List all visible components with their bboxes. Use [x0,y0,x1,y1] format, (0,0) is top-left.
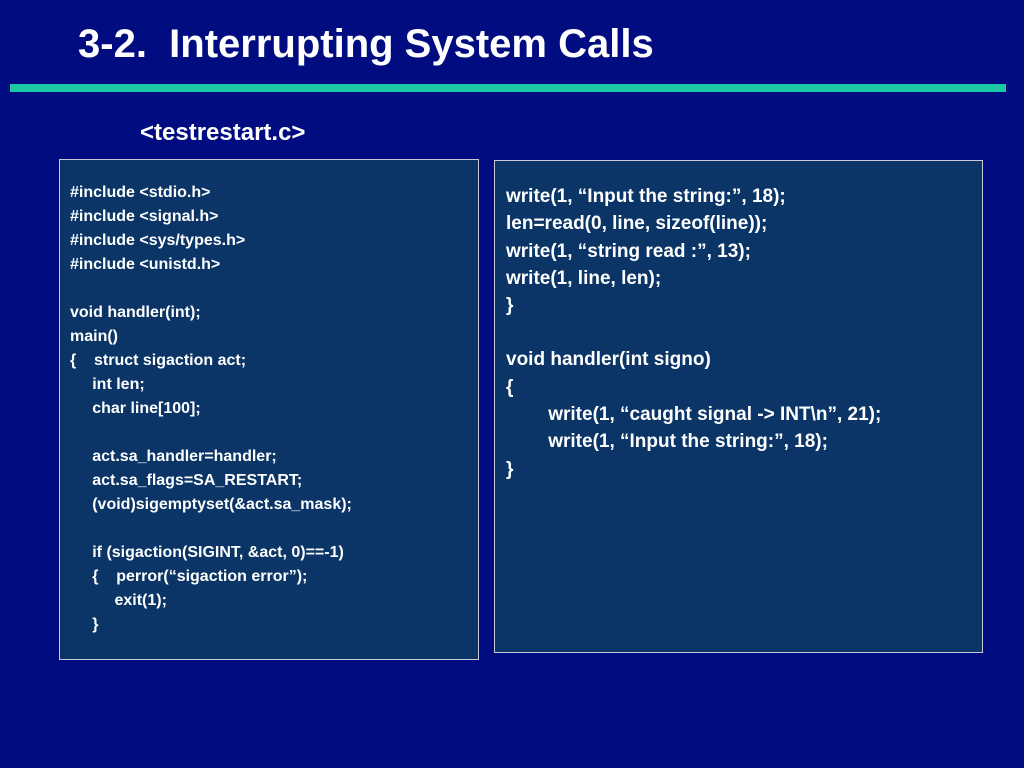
code-line: } [506,295,514,317]
blank-line [506,319,982,346]
code-panel-continuation: write(1, “Input the string:”, 18); len=r… [494,160,983,653]
blank-line [70,517,478,541]
file-name-subtitle: <testrestart.c> [140,119,306,146]
code-line: char line[100]; [70,400,201,417]
code-line: write(1, line, len); [506,267,662,289]
code-line: act.sa_handler=handler; [70,448,277,465]
code-line: #include <signal.h> [70,208,219,225]
code-line: { struct sigaction act; [70,352,247,369]
title-underline-rule [10,84,1006,92]
code-line: #include <stdio.h> [70,184,211,201]
code-line: (void)sigemptyset(&act.sa_mask); [70,496,352,513]
code-line: if (sigaction(SIGINT, &act, 0)==-1) [70,544,344,561]
code-line: write(1, “caught signal -> INT\n”, 21); [506,404,882,426]
code-panel-main: #include <stdio.h> #include <signal.h> #… [59,159,479,660]
code-line: main() [70,328,118,345]
blank-line [70,421,478,445]
code-line: } [506,458,514,480]
code-line: { perror(“sigaction error”); [70,568,308,585]
slide-title: 3-2. Interrupting System Calls [78,22,654,66]
code-line: #include <sys/types.h> [70,232,246,249]
blank-line [70,277,478,301]
code-line: #include <unistd.h> [70,256,221,273]
code-line: } [70,616,99,633]
code-line: int len; [70,376,145,393]
code-line: exit(1); [70,592,167,609]
code-line: write(1, “string read :”, 13); [506,240,751,262]
code-line: { [506,376,514,398]
code-line: void handler(int); [70,304,201,321]
code-line: write(1, “Input the string:”, 18); [506,186,786,207]
code-line: void handler(int signo) [506,349,711,371]
code-line: write(1, “Input the string:”, 18); [506,431,828,453]
code-line: act.sa_flags=SA_RESTART; [70,472,303,489]
code-line: len=read(0, line, sizeof(line)); [506,213,768,235]
